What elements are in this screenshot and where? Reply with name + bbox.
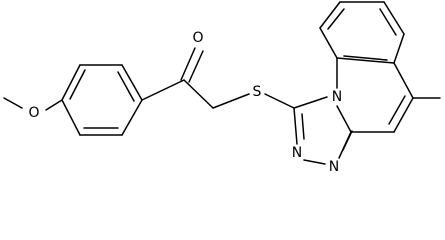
bond-c4-c5-inner — [388, 95, 406, 125]
bond-c6-c5a — [393, 33, 405, 64]
bond-c9-c8-inner — [327, 8, 345, 30]
bond-carbonyl-ch2 — [183, 79, 214, 109]
bond-layer — [3, 1, 441, 165]
bond-c-o-double-2 — [188, 50, 204, 83]
bond-c9-c8 — [319, 1, 341, 29]
bond-c1-n1 — [293, 107, 298, 145]
bond-c9a-c9 — [319, 27, 338, 59]
bond-ch2-s — [212, 93, 250, 109]
bond-c-o-double-1 — [180, 47, 196, 81]
bond-ring-a-3 — [121, 64, 143, 101]
atom-label-layer: O O S N N N — [28, 30, 342, 175]
bond-n1-n2 — [303, 159, 326, 165]
bond-c4-c5 — [393, 97, 414, 133]
bond-ring-a-6 — [61, 99, 81, 136]
atom-s-thioether: S — [253, 84, 262, 100]
bond-ring-a-3-inner — [117, 71, 135, 102]
atom-n-triazole-2: N — [329, 159, 339, 175]
bond-c9a-c5a-inner — [343, 55, 388, 61]
atom-n-bridge: N — [332, 89, 342, 105]
bond-ring-a-1-inner — [69, 69, 86, 100]
bond-c9a-c5a — [336, 57, 395, 64]
bond-methyl-o — [3, 97, 23, 109]
bond-c1-n-bridge — [293, 96, 328, 109]
bond-aryl-carbonyl — [141, 79, 185, 101]
atom-o-methoxy: O — [28, 105, 39, 121]
bond-ring-a-1 — [61, 64, 81, 101]
bond-c3a-c3a-inner — [342, 130, 353, 151]
bond-c7-c6-inner — [379, 8, 397, 36]
bond-c5-c5a — [393, 62, 414, 99]
bond-c1-n1-inner — [301, 113, 305, 140]
atom-n-triazole-1: N — [292, 145, 302, 161]
bond-ring-a-4 — [121, 99, 143, 136]
structure-canvas: O O S N N N — [3, 1, 441, 175]
bond-c3a-n-bridge — [336, 105, 352, 133]
bond-o-aryl — [45, 99, 63, 111]
bond-c7-c6 — [383, 1, 405, 35]
bond-s-c1 — [264, 93, 295, 109]
atom-o-carbonyl: O — [192, 30, 203, 46]
chemical-structure: O O S N N N — [3, 1, 441, 175]
